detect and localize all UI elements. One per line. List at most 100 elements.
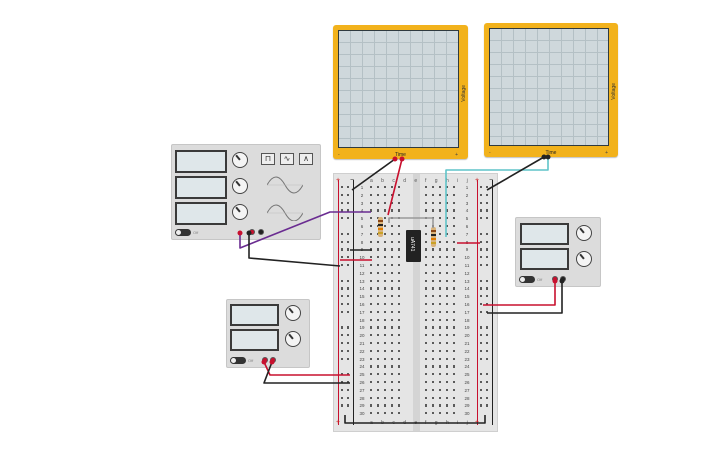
breadboard-hole[interactable] — [486, 303, 489, 306]
breadboard-hole[interactable] — [432, 295, 435, 298]
breadboard-hole[interactable] — [341, 240, 344, 243]
breadboard-hole[interactable] — [439, 225, 442, 228]
breadboard-hole[interactable] — [425, 295, 428, 298]
breadboard-hole[interactable] — [377, 388, 380, 391]
breadboard-hole[interactable] — [391, 357, 394, 360]
breadboard-hole[interactable] — [341, 256, 344, 259]
breadboard-hole[interactable] — [384, 373, 387, 376]
breadboard-hole[interactable] — [446, 256, 449, 259]
breadboard-hole[interactable] — [446, 404, 449, 407]
breadboard-hole[interactable] — [347, 342, 350, 345]
breadboard-hole[interactable] — [425, 388, 428, 391]
breadboard-hole[interactable] — [486, 404, 489, 407]
breadboard-hole[interactable] — [439, 256, 442, 259]
breadboard-hole[interactable] — [480, 264, 483, 267]
resistor-2[interactable] — [431, 227, 436, 247]
breadboard-hole[interactable] — [341, 295, 344, 298]
breadboard-hole[interactable] — [377, 271, 380, 274]
breadboard-hole[interactable] — [377, 248, 380, 251]
breadboard-hole[interactable] — [384, 232, 387, 235]
breadboard-hole[interactable] — [439, 381, 442, 384]
breadboard-hole[interactable] — [398, 326, 401, 329]
breadboard-hole[interactable] — [486, 295, 489, 298]
breadboard-hole[interactable] — [347, 404, 350, 407]
breadboard-hole[interactable] — [377, 342, 380, 345]
breadboard-hole[interactable] — [384, 240, 387, 243]
breadboard-hole[interactable] — [453, 248, 456, 251]
breadboard-hole[interactable] — [377, 310, 380, 313]
breadboard-hole[interactable] — [486, 357, 489, 360]
breadboard-hole[interactable] — [377, 193, 380, 196]
breadboard-hole[interactable] — [391, 193, 394, 196]
breadboard-hole[interactable] — [341, 279, 344, 282]
breadboard-hole[interactable] — [384, 201, 387, 204]
breadboard-hole[interactable] — [453, 412, 456, 415]
breadboard-hole[interactable] — [453, 388, 456, 391]
breadboard-hole[interactable] — [398, 186, 401, 189]
breadboard-hole[interactable] — [341, 186, 344, 189]
breadboard-hole[interactable] — [453, 279, 456, 282]
breadboard-hole[interactable] — [480, 217, 483, 220]
breadboard-hole[interactable] — [341, 193, 344, 196]
breadboard-hole[interactable] — [384, 271, 387, 274]
breadboard-hole[interactable] — [425, 365, 428, 368]
breadboard-hole[interactable] — [486, 388, 489, 391]
breadboard-hole[interactable] — [425, 404, 428, 407]
breadboard-hole[interactable] — [398, 412, 401, 415]
breadboard-hole[interactable] — [453, 287, 456, 290]
breadboard-hole[interactable] — [341, 334, 344, 337]
breadboard-hole[interactable] — [398, 373, 401, 376]
breadboard-hole[interactable] — [486, 349, 489, 352]
breadboard-hole[interactable] — [347, 334, 350, 337]
breadboard-hole[interactable] — [391, 412, 394, 415]
breadboard-hole[interactable] — [439, 303, 442, 306]
breadboard-hole[interactable] — [425, 209, 428, 212]
breadboard-hole[interactable] — [439, 318, 442, 321]
breadboard-hole[interactable] — [480, 201, 483, 204]
breadboard-hole[interactable] — [425, 225, 428, 228]
breadboard-hole[interactable] — [425, 201, 428, 204]
breadboard-hole[interactable] — [347, 256, 350, 259]
breadboard-hole[interactable] — [398, 318, 401, 321]
breadboard-hole[interactable] — [480, 326, 483, 329]
breadboard-hole[interactable] — [446, 373, 449, 376]
breadboard-hole[interactable] — [425, 248, 428, 251]
breadboard-hole[interactable] — [432, 201, 435, 204]
breadboard-hole[interactable] — [391, 388, 394, 391]
breadboard-hole[interactable] — [486, 201, 489, 204]
breadboard-hole[interactable] — [486, 373, 489, 376]
breadboard-hole[interactable] — [425, 186, 428, 189]
breadboard-hole[interactable] — [486, 193, 489, 196]
breadboard-hole[interactable] — [398, 365, 401, 368]
breadboard-hole[interactable] — [425, 240, 428, 243]
breadboard-hole[interactable] — [347, 303, 350, 306]
breadboard-hole[interactable] — [341, 209, 344, 212]
breadboard-hole[interactable] — [425, 232, 428, 235]
breadboard-hole[interactable] — [384, 365, 387, 368]
breadboard-hole[interactable] — [453, 271, 456, 274]
fgen-offset-knob[interactable] — [232, 204, 248, 220]
breadboard-hole[interactable] — [370, 381, 373, 384]
breadboard-hole[interactable] — [446, 310, 449, 313]
breadboard-hole[interactable] — [370, 295, 373, 298]
breadboard-hole[interactable] — [453, 357, 456, 360]
breadboard-hole[interactable] — [446, 279, 449, 282]
breadboard-hole[interactable] — [425, 279, 428, 282]
breadboard-hole[interactable] — [439, 248, 442, 251]
breadboard-hole[interactable] — [370, 334, 373, 337]
breadboard-hole[interactable] — [347, 396, 350, 399]
breadboard-hole[interactable] — [486, 287, 489, 290]
breadboard-hole[interactable] — [384, 388, 387, 391]
breadboard-hole[interactable] — [446, 412, 449, 415]
breadboard-hole[interactable] — [432, 388, 435, 391]
breadboard-hole[interactable] — [384, 193, 387, 196]
breadboard[interactable]: + − + − + + a b c d e f g h i j a b c d … — [333, 173, 498, 432]
breadboard-hole[interactable] — [425, 373, 428, 376]
breadboard-hole[interactable] — [370, 412, 373, 415]
breadboard-hole[interactable] — [446, 248, 449, 251]
breadboard-hole[interactable] — [439, 186, 442, 189]
breadboard-hole[interactable] — [453, 318, 456, 321]
breadboard-hole[interactable] — [370, 240, 373, 243]
breadboard-hole[interactable] — [453, 264, 456, 267]
breadboard-hole[interactable] — [377, 279, 380, 282]
